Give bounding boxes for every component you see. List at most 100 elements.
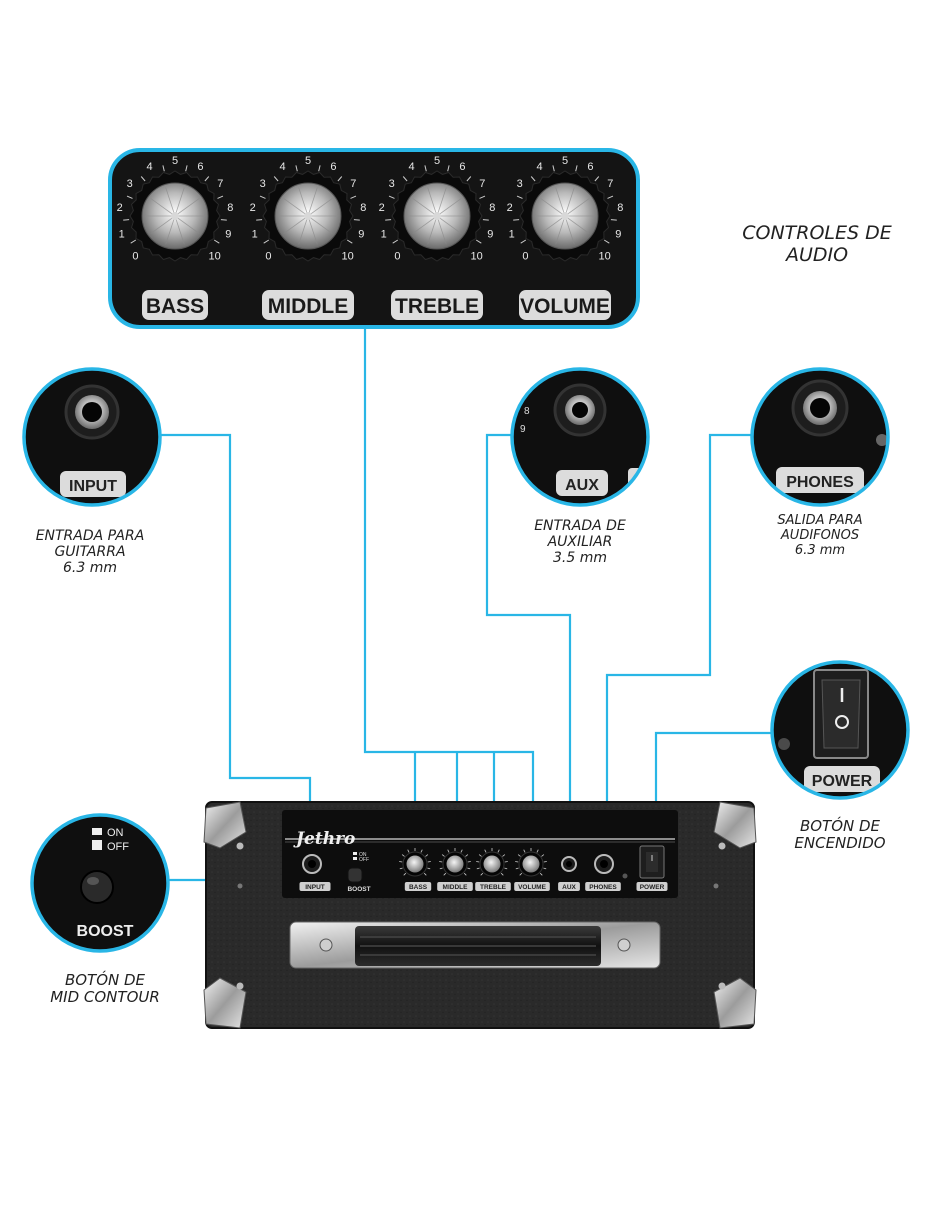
panel-knob-scale: 0: [522, 251, 528, 263]
line-aux: [485, 433, 572, 840]
amp-label-badge: [558, 882, 580, 891]
panel-knob-scale: 1: [509, 228, 515, 240]
panel-knob-scale: 1: [252, 228, 258, 240]
panel-label-badge: [519, 290, 611, 320]
amp-aux-jack: [561, 856, 577, 872]
caption-boost: BOTÓN DE MID CONTOUR: [15, 971, 195, 1007]
caption-input-line3: 6.3 mm: [63, 560, 117, 577]
caption-input-line2: GUITARRA: [54, 544, 126, 561]
amp-knob-bass[interactable]: [399, 848, 431, 877]
line-input: [160, 433, 312, 840]
amp-label-badge: [636, 882, 668, 891]
caption-audio-line1: CONTROLES DE: [742, 222, 892, 244]
amp-label-badge: [585, 882, 621, 891]
caption-power-line2: ENCENDIDO: [794, 834, 886, 853]
panel-knob-scale: 3: [389, 178, 395, 190]
power-off-mark: [835, 715, 849, 729]
panel-knob-scale: 4: [409, 161, 415, 173]
panel-knob-scale: 5: [172, 155, 178, 167]
amp-label-treble: TREBLE: [480, 884, 507, 891]
panel-knob-scale: 3: [517, 178, 523, 190]
boost-knob: [80, 870, 114, 904]
panel-knob-scale: 9: [487, 228, 493, 240]
panel-knob-scale: 10: [208, 251, 220, 263]
amp-label-badge: [404, 882, 432, 891]
caption-phones-line1: SALIDA PARA: [777, 513, 863, 528]
amp-boost-button[interactable]: ON OFF: [347, 852, 369, 883]
power-callout-label: POWER: [812, 773, 873, 790]
panel-knob-scale: 7: [217, 178, 223, 190]
panel-knob-scale: 1: [381, 228, 387, 240]
panel-knob-scale: 4: [537, 161, 543, 173]
amp-knob-treble[interactable]: [476, 848, 508, 877]
panel-knob-scale: 0: [132, 251, 138, 263]
amp-label-aux: AUX: [562, 884, 576, 891]
panel-knob-scale: 5: [305, 155, 311, 167]
power-callout: POWER: [770, 660, 910, 800]
line-phones: [605, 433, 752, 840]
phones-label-badge: [776, 467, 864, 493]
panel-knob-scale: 8: [617, 202, 623, 214]
boost-on-label: ON: [107, 827, 124, 839]
amp-knob-middle[interactable]: [439, 848, 471, 877]
caption-phones: SALIDA PARA AUDIFONOS 6.3 mm: [740, 513, 900, 559]
caption-aux-line3: 3.5 mm: [553, 550, 607, 567]
amp-boost-off: OFF: [359, 857, 369, 863]
panel-knob-scale: 7: [350, 178, 356, 190]
amp-knob-volume[interactable]: [515, 848, 547, 877]
panel-knob-scale: 2: [117, 202, 123, 214]
panel-knob-scale: 6: [459, 161, 465, 173]
panel-knob-label: MIDDLE: [268, 295, 349, 318]
panel-knob-scale: 2: [250, 202, 256, 214]
amp-power-switch[interactable]: [639, 845, 665, 879]
phones-callout: PHONES: [750, 367, 890, 507]
panel-knob-scale: 8: [360, 202, 366, 214]
panel-knob-scale: 4: [147, 161, 153, 173]
amp-label-bass: BASS: [409, 884, 428, 891]
panel-knob-scale: 9: [358, 228, 364, 240]
amp-phones-jack: [594, 854, 614, 874]
aux-callout-label: AUX: [565, 477, 599, 494]
caption-input: ENTRADA PARA GUITARRA 6.3 mm: [10, 528, 170, 576]
amp-label-power: POWER: [640, 884, 665, 891]
panel-knob-scale: 6: [587, 161, 593, 173]
input-callout: INPUT: [22, 367, 162, 507]
caption-boost-line2: MID CONTOUR: [50, 988, 160, 1007]
amp-label-input: INPUT: [305, 884, 325, 891]
panel-knob-label: BASS: [146, 295, 204, 318]
panel-label-badge: [142, 290, 208, 320]
panel-knob-scale: 6: [197, 161, 203, 173]
panel-knob-scale: 3: [260, 178, 266, 190]
aux-scale-9: 9: [520, 424, 526, 435]
panel-knob-label: TREBLE: [395, 295, 479, 318]
input-callout-label: INPUT: [69, 478, 117, 495]
panel-knob-scale: 7: [479, 178, 485, 190]
caption-aux-line1: ENTRADA DE: [534, 518, 626, 534]
panel-knob-scale: 5: [434, 155, 440, 167]
panel-knob-scale: 10: [470, 251, 482, 263]
amp-input-jack: [302, 854, 322, 874]
audio-controls-panel: 012345678910BASS012345678910MIDDLE012345…: [108, 148, 640, 329]
amp-corners: [203, 801, 757, 1029]
boost-off-label: OFF: [107, 841, 129, 853]
amp-label-badge: [299, 882, 331, 891]
panel-knob-scale: 2: [507, 202, 513, 214]
caption-input-line1: ENTRADA PARA: [35, 528, 145, 544]
boost-on-indicator: [92, 828, 102, 835]
caption-boost-line1: BOTÓN DE: [64, 971, 146, 989]
caption-aux: ENTRADA DE AUXILIAR 3.5 mm: [500, 518, 660, 566]
boost-off-indicator: [92, 840, 102, 850]
amp-label-badge: [475, 882, 511, 891]
power-led: [622, 873, 628, 879]
panel-knob-scale: 9: [225, 228, 231, 240]
panel-knob-scale: 4: [280, 161, 286, 173]
aux-scale-8: 8: [524, 406, 530, 417]
caption-phones-line2: AUDIFONOS: [780, 527, 860, 543]
power-label-badge: [804, 766, 880, 792]
